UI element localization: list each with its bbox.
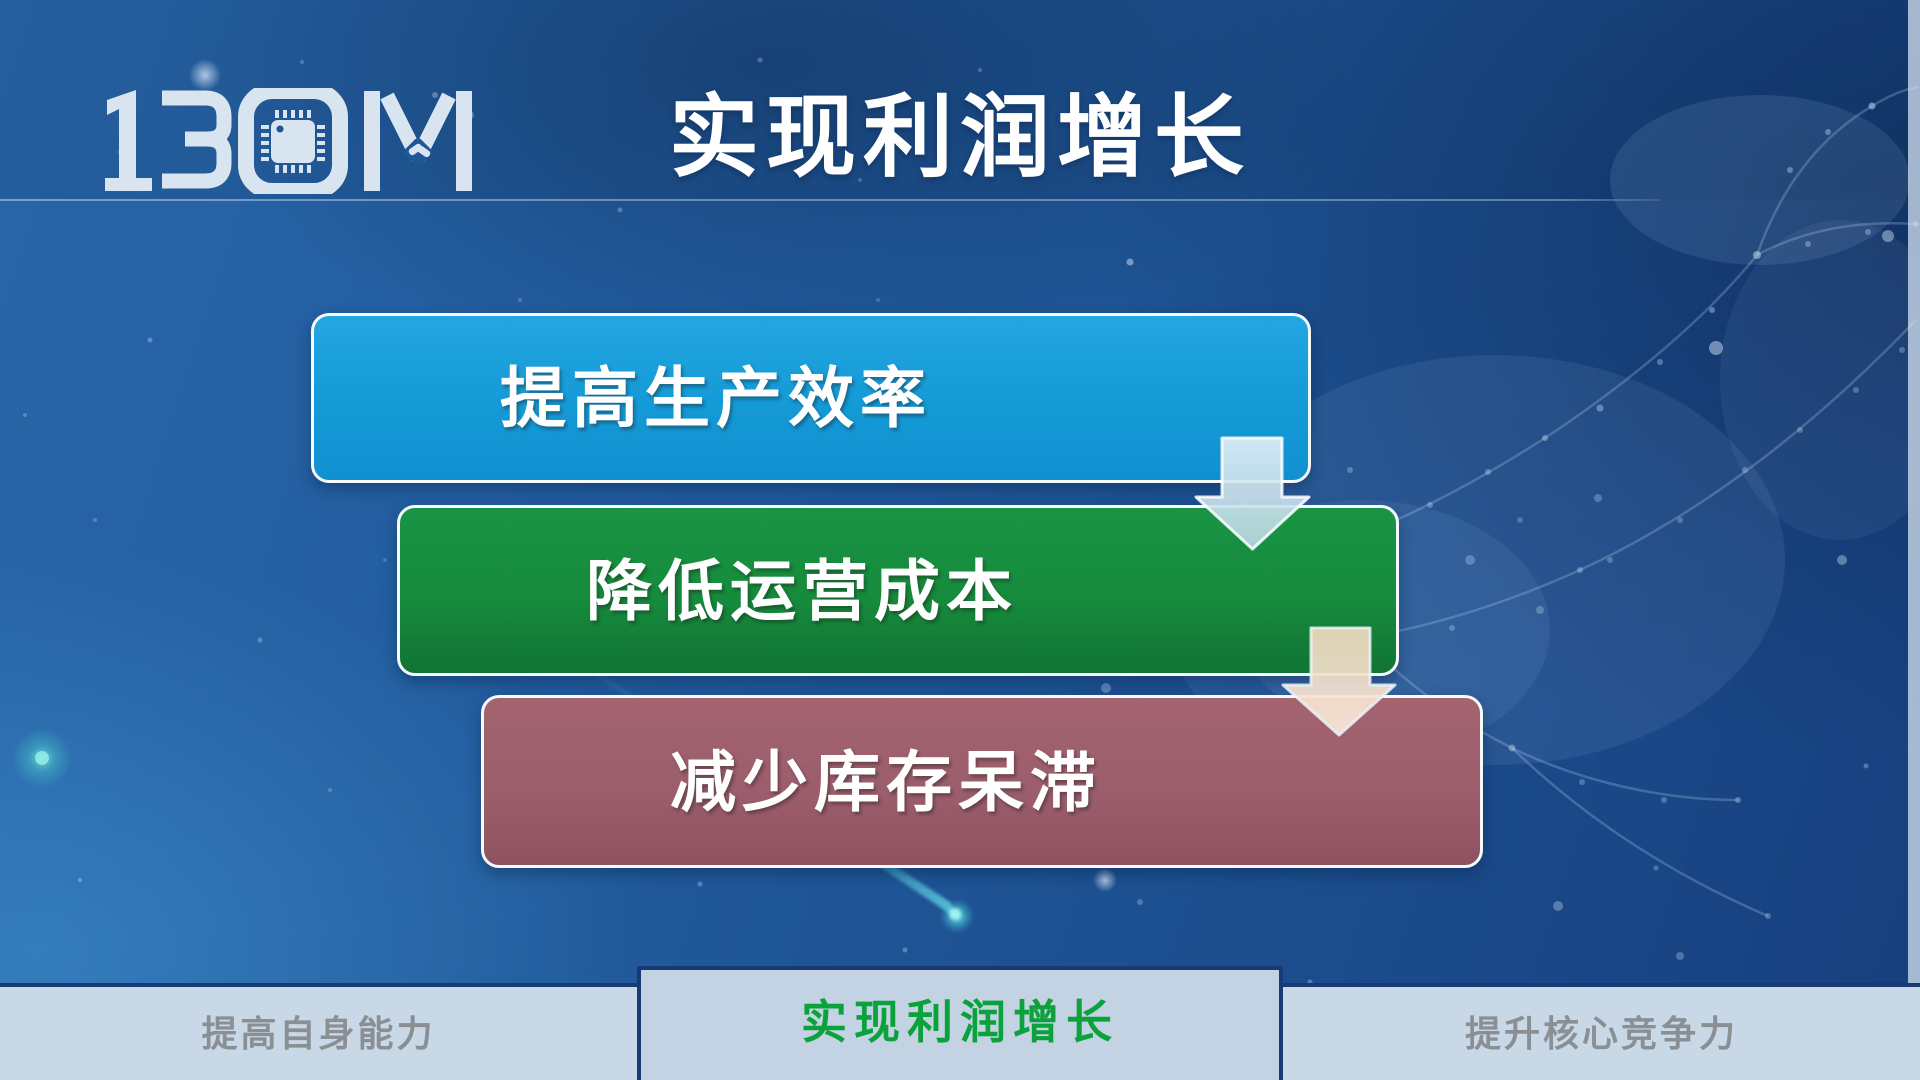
tab-achieve-profit-growth[interactable]: 实现利润增长 bbox=[637, 966, 1283, 1080]
flow-step-3-label: 减少库存呆滞 bbox=[670, 744, 1102, 819]
flow-step-2-label: 降低运营成本 bbox=[586, 553, 1018, 628]
bom-logo bbox=[105, 88, 472, 194]
logo-letter-m bbox=[364, 91, 472, 191]
logo-letter-o bbox=[238, 88, 348, 194]
handshake-icon bbox=[404, 138, 432, 166]
flow-step-1-label: 提高生产效率 bbox=[500, 361, 932, 435]
tab-improve-own-capability[interactable]: 提高自身能力 bbox=[0, 983, 637, 1080]
page-title: 实现利润增长 bbox=[669, 88, 1251, 188]
tab-enhance-core-competitiveness[interactable]: 提升核心竞争力 bbox=[1283, 983, 1920, 1080]
flow-step-1: 提高生产效率 bbox=[311, 313, 1311, 483]
tab-label: 提高自身能力 bbox=[201, 1012, 436, 1054]
glow-star bbox=[189, 59, 221, 91]
glow-star bbox=[1093, 868, 1117, 892]
cpu-chip-icon bbox=[261, 110, 325, 173]
tab-label-active: 实现利润增长 bbox=[801, 996, 1119, 1048]
logo-letter-b bbox=[105, 90, 152, 191]
tab-label: 提升核心竞争力 bbox=[1464, 1012, 1738, 1054]
flow-step-2: 降低运营成本 bbox=[397, 505, 1399, 676]
flow-step-3: 减少库存呆滞 bbox=[481, 695, 1483, 868]
cyan-glow-star bbox=[12, 728, 72, 788]
